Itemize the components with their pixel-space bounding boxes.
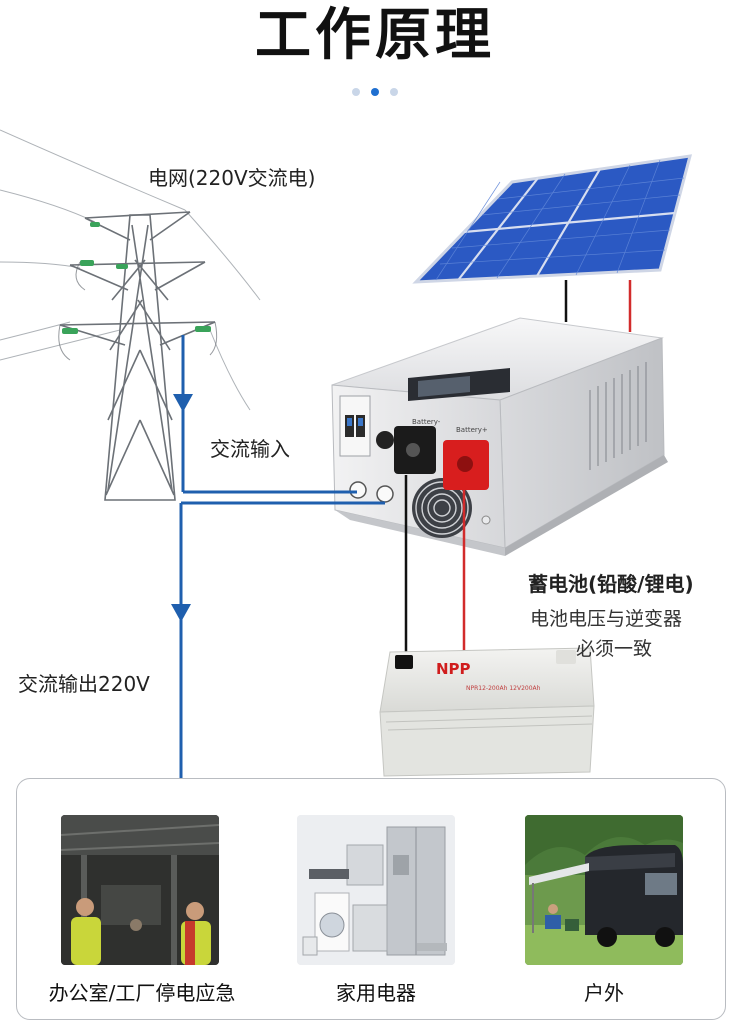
terminal-pos-text: Battery+ — [456, 426, 488, 434]
terminal-neg-text: Battery- — [412, 418, 441, 426]
factory-photo — [61, 815, 219, 965]
carousel-dot-2-active[interactable] — [371, 88, 379, 96]
appliances-photo — [297, 815, 455, 965]
ac-wiring — [179, 335, 385, 780]
solar-panel-icon — [412, 154, 693, 284]
ac-input-arrow-icon — [173, 394, 193, 412]
carousel-dot-1[interactable] — [352, 88, 360, 96]
battery-note-line2: 必须一致 — [576, 638, 653, 660]
insulator-icons — [62, 222, 211, 334]
battery-title: 蓄电池(铅酸/锂电) — [528, 572, 694, 596]
rv-camping-photo — [525, 815, 683, 965]
ac-input-label: 交流输入 — [210, 437, 290, 461]
ac-output-label: 交流输出220V — [18, 672, 150, 696]
battery-note-line1: 电池电压与逆变器 — [530, 608, 683, 630]
battery-model-text: NPR12-200Ah 12V200Ah — [466, 685, 541, 692]
transmission-tower-icon — [59, 211, 216, 501]
ac-output-arrow-icon — [171, 604, 191, 622]
application-label-appliances: 家用电器 — [336, 981, 416, 1005]
battery-icon: NPP NPR12-200Ah 12V200Ah — [379, 647, 595, 777]
application-label-outdoor: 户外 — [584, 981, 624, 1005]
inverter-unit: Battery- Battery+ — [331, 317, 668, 556]
battery-brand-text: NPP — [436, 660, 471, 678]
applications-panel: 办公室/工厂停电应急 家用电器 — [16, 778, 726, 1020]
system-diagram: Battery- Battery+ NPP NPR12-200Ah 12V200… — [0, 129, 693, 780]
carousel-dot-3[interactable] — [390, 88, 398, 96]
page-title: 工作原理 — [255, 3, 495, 68]
application-label-office: 办公室/工厂停电应急 — [48, 981, 236, 1005]
grid-label: 电网(220V交流电) — [148, 166, 316, 190]
